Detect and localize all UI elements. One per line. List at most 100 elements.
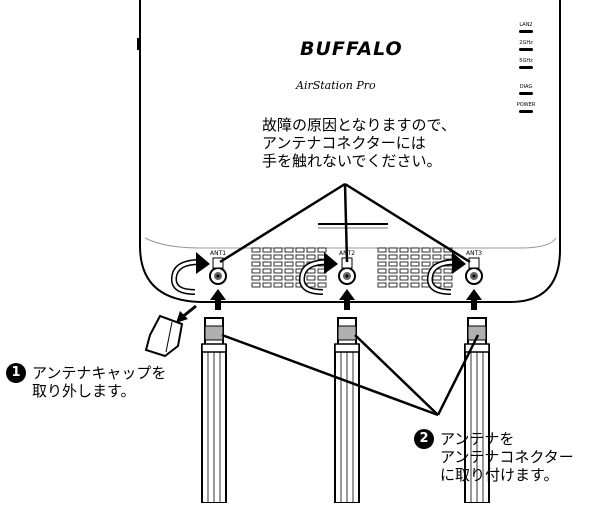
rotate-arrow-icon [170,252,210,295]
vent-slot [377,261,387,267]
vent-slot [262,282,272,288]
vent-slot [251,254,261,260]
vent-slot [273,268,283,274]
up-arrow-icon [466,289,482,310]
vent-slot [432,254,442,260]
vent-slot [388,268,398,274]
vent-slot [262,275,272,281]
port-label-ant2: ANT2 [339,250,356,257]
model-name: AirStation Pro [296,79,376,92]
access-point-body [139,0,561,303]
step2-line-2: アンテナコネクター [440,448,574,466]
vent-slot [377,275,387,281]
connector-ant3 [465,257,483,285]
antenna-cap-icon [144,314,184,358]
vent-slot [377,254,387,260]
vent-slot [306,254,316,260]
vent-slot [421,254,431,260]
led-label-diag: DIAG [519,84,533,90]
body-contour [144,237,557,249]
warning-line-2: アンテナコネクターには [262,134,426,152]
vent-slot [251,268,261,274]
port-label-ant1: ANT1 [210,250,227,257]
vent-slot [388,275,398,281]
vent-slot [421,261,431,267]
vent-slot [295,254,305,260]
vent-slot [284,247,294,253]
vent-slot [399,282,409,288]
vent-slot [399,275,409,281]
vent-slot [317,247,327,253]
side-slot [137,38,141,50]
up-arrow-icon [210,289,226,310]
vent-slot [306,275,316,281]
vent-slot [273,254,283,260]
vent-slot [273,247,283,253]
warning-line-3: 手を触れないでください。 [262,152,442,170]
vent-slot [377,268,387,274]
vent-slot [284,261,294,267]
led-label-power: POWER [516,102,536,108]
vent-slot [399,254,409,260]
vent-slot [410,247,420,253]
vent-slot [410,268,420,274]
vent-slot [388,247,398,253]
vent-slot [295,247,305,253]
vent-slot [410,282,420,288]
vent-slot [262,261,272,267]
vent-slot [410,261,420,267]
vent-slot [377,247,387,253]
led-label-lan2: LAN2 [519,22,533,28]
rotate-arrow-icon [298,252,338,295]
vent-slot [432,247,442,253]
vent-slot [251,282,261,288]
vent-slot [262,268,272,274]
vent-slot [273,261,283,267]
warning-line-1: 故障の原因となりますので、 [262,116,456,134]
step1-line-2: 取り外します。 [32,382,136,400]
step2-line-1: アンテナを [440,430,515,448]
vent-slot [317,282,327,288]
led-label-5ghz: 5GHz [519,58,533,64]
vent-slot [284,282,294,288]
vent-slot [262,254,272,260]
up-arrow-icon [339,289,355,310]
vent-slot [295,261,305,267]
connector-ant2 [338,257,356,285]
vent-slot [399,268,409,274]
warning-callout-lines [219,182,471,264]
vent-slot [284,275,294,281]
antenna-1 [201,317,227,504]
vent-slot [284,268,294,274]
vent-slot [443,268,453,274]
cap-removal-arrow-icon [176,304,197,323]
connector-ant1 [209,257,227,285]
vent-slot [410,254,420,260]
port-label-ant3: ANT3 [466,250,483,257]
vent-slot [443,275,453,281]
vent-slot [251,247,261,253]
vent-slot [273,282,283,288]
vent-slot [273,275,283,281]
rotate-arrow-icon [426,252,466,295]
vent-slot [421,247,431,253]
step2-line-3: に取り付けます。 [440,466,559,484]
vent-slot [262,247,272,253]
vent-slot [432,275,442,281]
vent-slot [251,275,261,281]
step2-number-badge: 2 [414,429,434,449]
vent-slot [377,282,387,288]
step1-line-1: アンテナキャップを [32,364,167,382]
vent-slot [443,282,453,288]
led-indicators [519,30,533,113]
vent-slot [443,254,453,260]
led-label-2ghz: 2GHz [519,40,533,46]
brand-logo: BUFFALO [300,38,403,60]
vent-slot [317,275,327,281]
vent-slot [388,282,398,288]
vent-slot [399,247,409,253]
vent-slot [284,254,294,260]
vent-slot [251,261,261,267]
